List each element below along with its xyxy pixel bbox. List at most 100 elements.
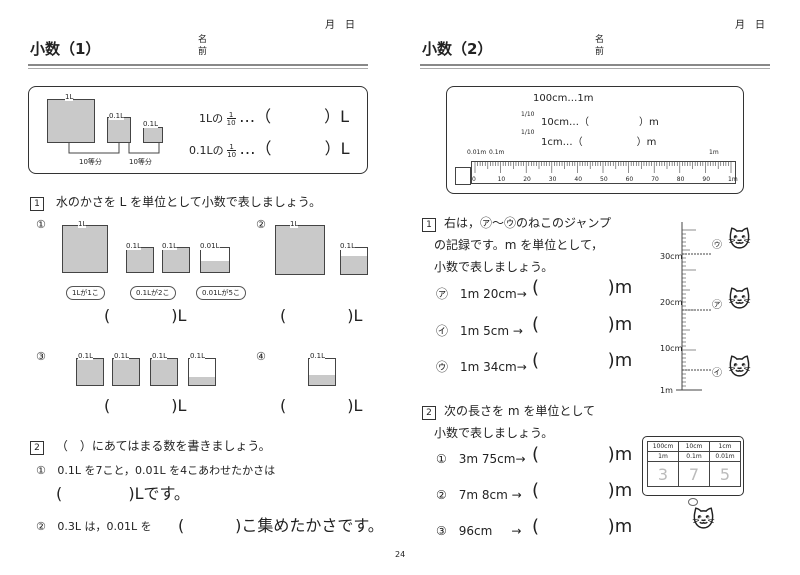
item3-cup-3	[150, 358, 178, 386]
pv-header-10cm: 10cm	[678, 441, 710, 452]
item1-cup-c	[200, 247, 230, 273]
left-s2-q2-answer[interactable]: ( )こ集めたかさです。	[178, 516, 384, 535]
left-s2-q1-answer[interactable]: ( )Lです。	[56, 484, 190, 503]
item2-cup-1l	[275, 225, 325, 275]
left-month-label: 月 日	[325, 20, 355, 31]
cup-1l	[47, 99, 95, 143]
item1-cup-1l-label: 1L	[78, 220, 87, 228]
item1-cup-a-label: 0.1L	[126, 242, 142, 250]
cup-01l-b	[143, 127, 163, 143]
item1-answer[interactable]: ( )L	[104, 306, 187, 325]
page-number: 24	[395, 550, 406, 559]
item1-tag-2: 0.1Lが2こ	[130, 286, 176, 300]
thought-bubble-small	[688, 498, 698, 506]
diagram-line2: 10cm…（）m	[541, 117, 659, 128]
pv-sub-01m: 0.1m	[678, 451, 710, 462]
ruler-tick-label: 0	[472, 176, 476, 183]
right-intro-diagram: 100cm…1m 1/10 10cm…（）m 1/10 1cm…（）m 0.01…	[446, 86, 744, 194]
left-s2-q1: ① 0.1L を7こと，0.01L を4こあわせたかさは	[36, 464, 276, 477]
item3-cup-3-label: 0.1L	[152, 352, 168, 360]
left-title-rule	[28, 64, 368, 66]
item4-mark: ④	[256, 350, 266, 363]
ruler-tick-label: 70	[651, 176, 659, 183]
item3-answer[interactable]: ( )L	[104, 396, 187, 415]
ruler-tick-label: 60	[625, 176, 634, 183]
item1-cup-a	[126, 247, 154, 273]
item2-cup-small-label: 0.1L	[340, 242, 356, 250]
ruler-tick-label: 20	[523, 176, 531, 183]
item1-cup-b	[162, 247, 190, 273]
item3-cup-4	[188, 358, 216, 386]
item1-tag-3: 0.01Lが5こ	[196, 286, 246, 300]
cat-mark-u: ㋒	[712, 240, 722, 251]
item2-answer[interactable]: ( )L	[280, 306, 363, 325]
place-value-table: 100cm 10cm 1cm 1m 0.1m 0.01m 3 7 5	[642, 436, 744, 496]
item2-cup-small	[340, 247, 368, 275]
pv-header-1cm: 1cm	[709, 441, 741, 452]
item1-cup-b-label: 0.1L	[162, 242, 178, 250]
left-section1-heading: 1 水のかさを L を単位として小数で表しましょう。	[30, 193, 321, 211]
right-page-title: 小数（2）	[422, 40, 493, 58]
diagram-mark-01: 0.1m	[489, 149, 505, 156]
pv-sub-1m: 1m	[647, 451, 679, 462]
left-page-title: 小数（1）	[30, 40, 101, 58]
item3-cup-4-label: 0.1L	[190, 352, 206, 360]
right-s1-item2-answer[interactable]: ( )m	[532, 314, 633, 335]
pv-header-100cm: 100cm	[647, 441, 679, 452]
place-value-grid: 100cm 10cm 1cm 1m 0.1m 0.01m 3 7 5	[647, 441, 741, 487]
right-s2-item1-answer[interactable]: ( )m	[532, 444, 633, 465]
vertical-scale	[676, 222, 712, 391]
item3-cup-1	[76, 358, 104, 386]
right-name-label: 名前	[595, 35, 605, 57]
item4-answer[interactable]: ( )L	[280, 396, 363, 415]
item1-tag-1: 1Lが1こ	[66, 286, 105, 300]
item4-cup-label: 0.1L	[310, 352, 326, 360]
right-s1-item3-answer[interactable]: ( )m	[532, 350, 633, 371]
scale-label-30: 30cm	[660, 252, 683, 261]
division-brackets	[68, 143, 160, 154]
division-label-2: 10等分	[129, 158, 152, 166]
diagram-line3: 1cm…（）m	[541, 137, 657, 148]
cat-mark-i: ㋑	[712, 368, 722, 379]
diagram-mark-001: 0.01m	[467, 149, 487, 156]
right-s2-item3-answer[interactable]: ( )m	[532, 516, 633, 537]
item3-cup-2	[112, 358, 140, 386]
cup-01l-b-label: 0.1L	[143, 120, 159, 128]
ruler-tick-label: 1m	[728, 176, 738, 183]
scale-label-20: 20cm	[660, 298, 683, 307]
pv-digit-5: 5	[709, 461, 741, 487]
division-label-1: 10等分	[79, 158, 102, 166]
cup-01l-label: 0.1L	[109, 112, 125, 120]
cat-icon-thinking: 🐱	[692, 508, 715, 533]
cat-mark-a: ㋐	[712, 300, 722, 311]
cat-icon-u: 🐱	[728, 228, 751, 253]
pv-sub-001m: 0.01m	[709, 451, 741, 462]
left-section2-heading: 2 （ ）にあてはまる数を書きましょう。	[30, 437, 271, 455]
right-title-rule	[420, 64, 770, 66]
right-title-rule-thin	[420, 68, 770, 69]
cup-01l	[107, 117, 131, 143]
item1-mark: ①	[36, 218, 46, 231]
right-month-label: 月 日	[735, 20, 765, 31]
pv-digit-3: 3	[647, 461, 679, 487]
ruler-start-box	[455, 167, 471, 185]
ruler-tick-label: 30	[548, 176, 557, 183]
item3-cup-1-label: 0.1L	[78, 352, 94, 360]
cat-icon-a: 🐱	[728, 288, 751, 313]
diagram-frac2: 1/10	[521, 129, 535, 136]
meter-ruler	[471, 161, 736, 184]
diagram-mark-1: 1m	[709, 149, 719, 156]
right-s1-item1-answer[interactable]: ( )m	[532, 277, 633, 298]
ruler-tick-label: 90	[702, 176, 711, 183]
cat-icon-i: 🐱	[728, 356, 751, 381]
left-s2-q2: ② 0.3L は，0.01L を	[36, 520, 152, 533]
right-s2-item2-answer[interactable]: ( )m	[532, 480, 633, 501]
